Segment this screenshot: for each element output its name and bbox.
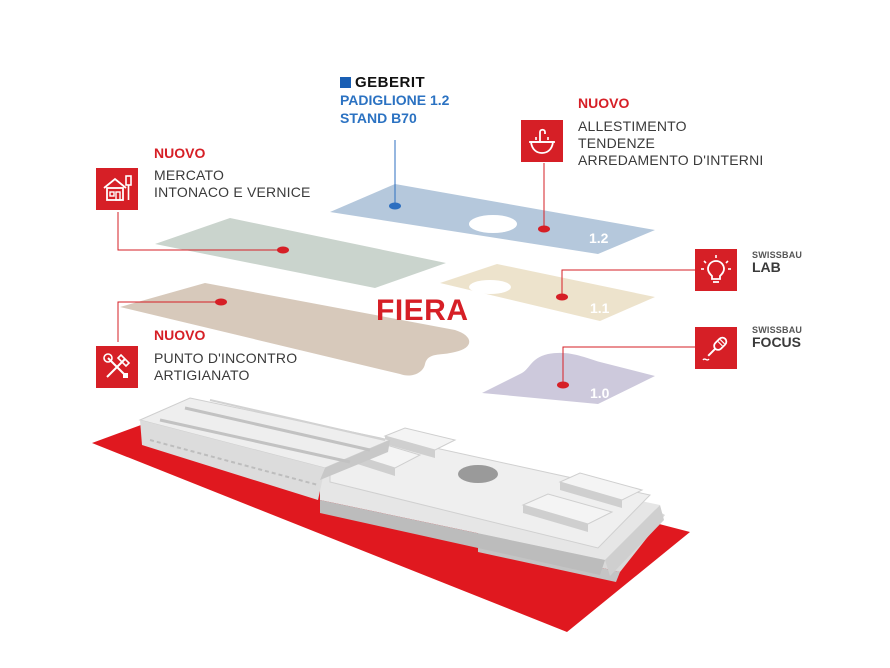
interior-line-3: ARREDAMENTO D'INTERNI [578, 152, 764, 168]
craft-line-1: PUNTO D'INCONTRO [154, 350, 298, 366]
lab-small-label: SWISSBAU [752, 250, 803, 260]
marker-focus [557, 381, 569, 389]
sink-icon [529, 128, 555, 154]
new-label-interior: NUOVO [578, 95, 630, 111]
geberit-square-icon [340, 77, 351, 88]
marker-geberit [389, 202, 401, 210]
craft-caption: PUNTO D'INCONTRO ARTIGIANATO [154, 350, 297, 384]
interior-line-1: ALLESTIMENTO [578, 118, 687, 134]
floor-1-2-opening [469, 215, 517, 233]
marker-interior [538, 225, 550, 233]
craft-icon-box [96, 346, 138, 388]
geberit-logo: GEBERIT [340, 74, 449, 91]
craft-line-2: ARTIGIANATO [154, 367, 250, 383]
lab-caption: SWISSBAU LAB [752, 250, 802, 275]
level-label-1-1: 1.1 [590, 300, 610, 316]
new-label-craft: NUOVO [154, 327, 206, 343]
focus-big-label: FOCUS [752, 334, 801, 350]
geberit-stand: STAND B70 [340, 110, 417, 126]
lab-big-label: LAB [752, 259, 781, 275]
marker-craft [215, 298, 227, 306]
floor-1-0 [482, 352, 655, 404]
microphone-icon [702, 336, 728, 361]
new-label-plaster: NUOVO [154, 145, 206, 161]
lightbulb-icon [701, 255, 731, 283]
marker-lab [556, 293, 568, 301]
plaster-line-1: MERCATO [154, 167, 225, 183]
focus-small-label: SWISSBAU [752, 325, 803, 335]
level-label-1-2: 1.2 [589, 230, 609, 246]
floor-craft [120, 283, 470, 376]
connector-lab [561, 269, 695, 296]
lab-icon-box [695, 249, 737, 291]
connector-craft [117, 301, 220, 342]
floor-1-1-opening [469, 280, 511, 294]
fair-building [138, 397, 665, 582]
geberit-hall: PADIGLIONE 1.2 [340, 92, 450, 108]
level-label-1-0: 1.0 [590, 385, 610, 401]
interior-caption: ALLESTIMENTO TENDENZE ARREDAMENTO D'INTE… [578, 118, 764, 169]
focus-caption: SWISSBAU FOCUS [752, 325, 802, 350]
fair-label: FIERA [376, 294, 469, 327]
plaster-caption: MERCATO INTONACO E VERNICE [154, 167, 311, 201]
interior-icon-box [521, 120, 563, 162]
tools-icon [103, 353, 131, 378]
geberit-brand-name: GEBERIT [355, 74, 426, 91]
plaster-line-2: INTONACO E VERNICE [154, 184, 311, 200]
floor-mercato [155, 218, 446, 288]
focus-icon-box [695, 327, 737, 369]
house-paint-icon [103, 175, 132, 201]
marker-plaster [277, 246, 289, 254]
plaster-icon-box [96, 168, 138, 210]
connector-focus [562, 346, 695, 384]
interior-line-2: TENDENZE [578, 135, 656, 151]
geberit-block: GEBERIT PADIGLIONE 1.2 STAND B70 [340, 74, 449, 127]
floor-1-1 [440, 264, 655, 321]
connector-plaster [117, 212, 282, 251]
